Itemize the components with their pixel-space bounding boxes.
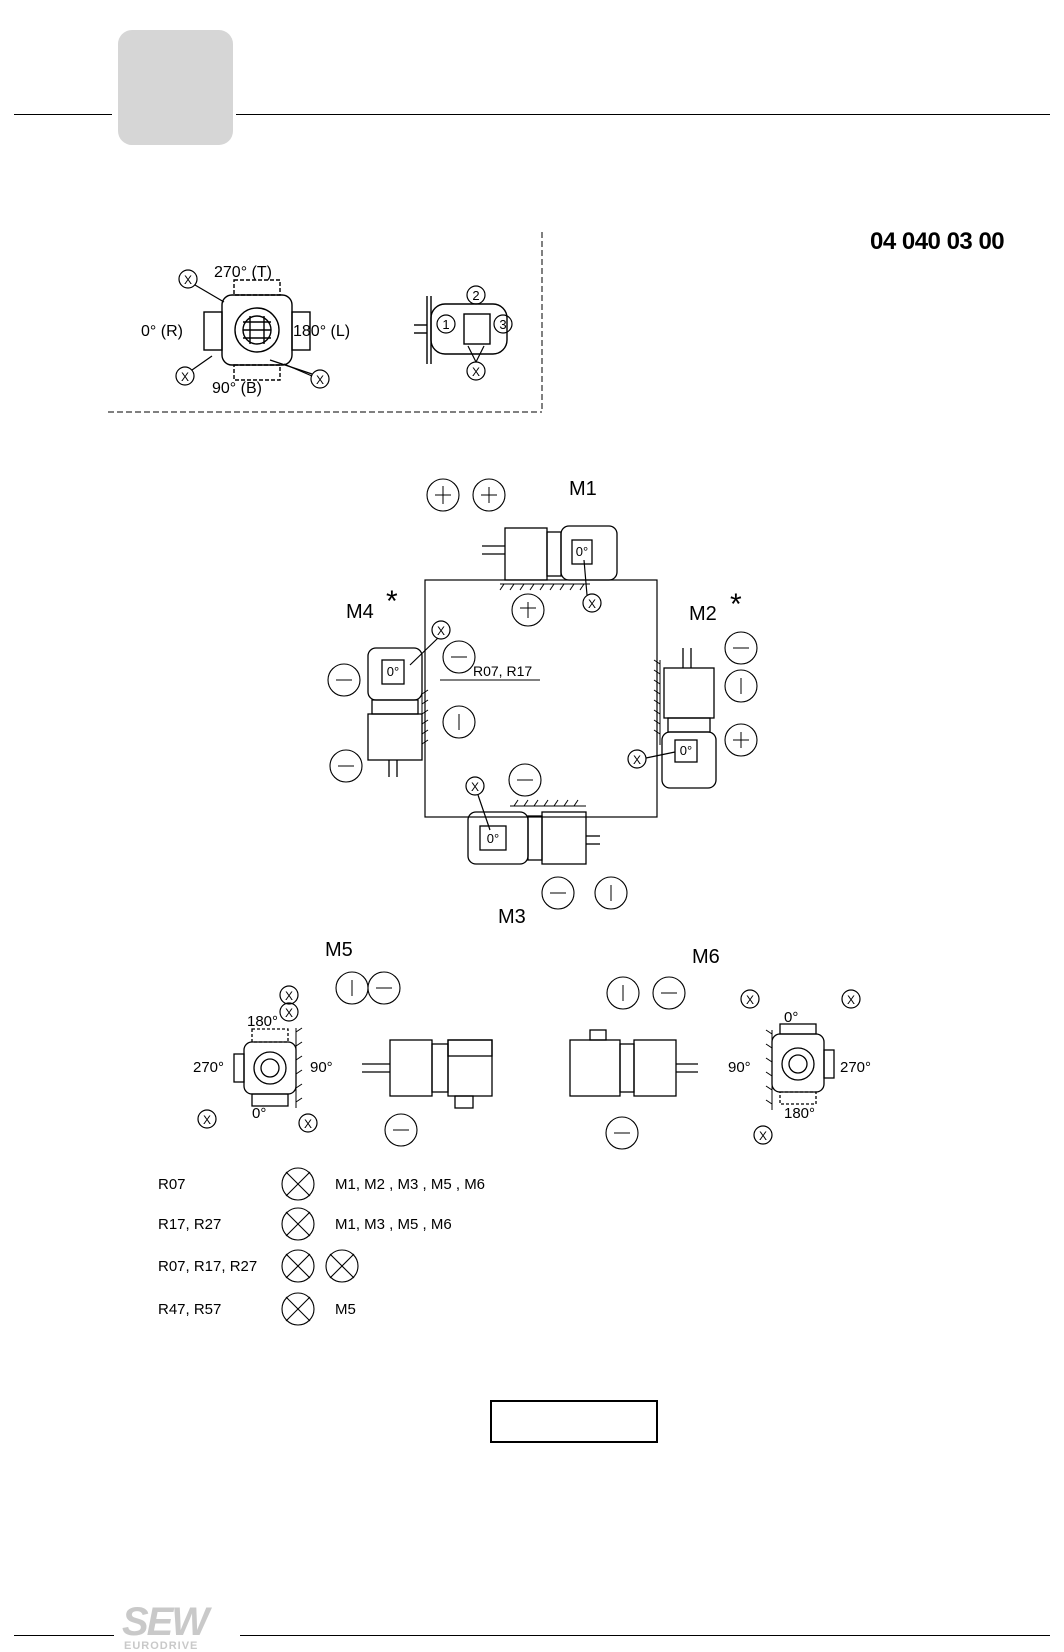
vent-x-label: X (316, 373, 324, 387)
m3-gearmotor (467, 811, 600, 865)
footer-rule-left (14, 1635, 114, 1636)
logo-main-text: SEW (122, 1600, 209, 1644)
vent-x-label: X (304, 1117, 312, 1131)
header-rule-left (14, 114, 112, 115)
position-2-label: 2 (472, 288, 479, 303)
header-rule-right (236, 114, 1050, 115)
m1-mounting-hatch (499, 583, 590, 591)
key-vent-x-labels: X X X (181, 273, 324, 387)
position-3-label: 3 (499, 317, 506, 332)
legend-crossed-symbols (281, 1167, 359, 1326)
m5-angle-bottom: 0° (252, 1105, 266, 1122)
m6-mounting-hatch (765, 1029, 773, 1110)
m6-side-view (569, 1029, 698, 1097)
empty-page-box (490, 1400, 658, 1443)
legend-codes-3: R07, R17, R27 (158, 1258, 258, 1275)
vent-x-label: X (471, 780, 479, 794)
vent-x-label: X (746, 993, 754, 1007)
m2-gearmotor (661, 648, 717, 789)
m2-mounting-hatch (653, 659, 661, 745)
legend-positions-1: M1, M2 , M3 , M5 , M6 (335, 1176, 486, 1193)
m4-motor-label: 0° (387, 664, 399, 679)
m5-mounting-hatch (295, 1027, 303, 1108)
vent-x-label: X (633, 753, 641, 767)
vent-x-label: X (437, 624, 445, 638)
position-1-label: 1 (442, 317, 449, 332)
m5-angle-left: 270° (193, 1059, 224, 1076)
vent-x-label: X (472, 365, 480, 379)
vent-x-label: X (588, 597, 596, 611)
vent-x-label: X (203, 1113, 211, 1127)
m3-mounting-hatch (510, 799, 586, 807)
logo-sub-text: EURODRIVE (124, 1640, 199, 1652)
m4-mounting-hatch (421, 689, 429, 760)
vent-x-label: X (184, 273, 192, 287)
legend-codes-4: R47, R57 (158, 1301, 222, 1318)
lubrication-symbols (327, 478, 758, 1150)
vent-x-label: X (285, 1006, 293, 1020)
m6-label: M6 (692, 946, 720, 968)
legend-positions-4: M5 (335, 1301, 356, 1318)
key-vent-markers (175, 269, 330, 389)
document-number: 04 040 03 00 (870, 228, 1005, 255)
vent-x-label: X (285, 989, 293, 1003)
angle-top-label: 270° (T) (214, 264, 272, 281)
m6-angle-left: 90° (728, 1059, 751, 1076)
m2-label: M2 (689, 603, 717, 625)
m3-motor-label: 0° (487, 831, 499, 846)
m5-label: M5 (325, 939, 353, 961)
m1-gearmotor (482, 525, 618, 581)
sew-eurodrive-logo: SEW EURODRIVE (122, 1600, 209, 1652)
main-vent-markers (409, 559, 676, 831)
m5-side-view (362, 1039, 493, 1109)
footer-rule-right (240, 1635, 1050, 1636)
vent-x-label: X (847, 993, 855, 1007)
lubrication-symbol-glyphs (336, 486, 749, 1134)
m3-label: M3 (498, 906, 526, 928)
terminal-box-side-view (414, 296, 508, 364)
m5-end-view (233, 1028, 297, 1107)
legend-codes-2: R17, R27 (158, 1216, 222, 1233)
vent-x-label: X (181, 370, 189, 384)
m4-label: M4 (346, 601, 374, 623)
angle-left-label: 0° (R) (141, 323, 183, 340)
chapter-tab (118, 30, 233, 145)
m5-m6-vent-markers (197, 985, 861, 1145)
vent-x-label: X (759, 1129, 767, 1143)
m6-angle-top: 0° (784, 1009, 798, 1026)
m1-motor-label: 0° (576, 544, 588, 559)
angle-bottom-label: 90° (B) (212, 380, 262, 397)
position-markers (436, 285, 513, 381)
legend-positions-2: M1, M3 , M5 , M6 (335, 1216, 452, 1233)
legend-codes-1: R07 (158, 1176, 186, 1193)
terminal-box-orientation-view (203, 279, 311, 381)
key-panel-frame (108, 232, 543, 413)
m4-star: * (386, 585, 398, 618)
m2-star: * (730, 588, 742, 621)
m1-label: M1 (569, 478, 597, 500)
angle-right-label: 180° (L) (293, 323, 350, 340)
m5-angle-top: 180° (247, 1013, 278, 1030)
box-note-label: R07, R17 (473, 663, 532, 679)
m2-motor-label: 0° (680, 743, 692, 758)
m6-angle-right: 270° (840, 1059, 871, 1076)
m6-end-view (771, 1023, 835, 1105)
m6-angle-bottom: 180° (784, 1105, 815, 1122)
m5-angle-right: 90° (310, 1059, 333, 1076)
